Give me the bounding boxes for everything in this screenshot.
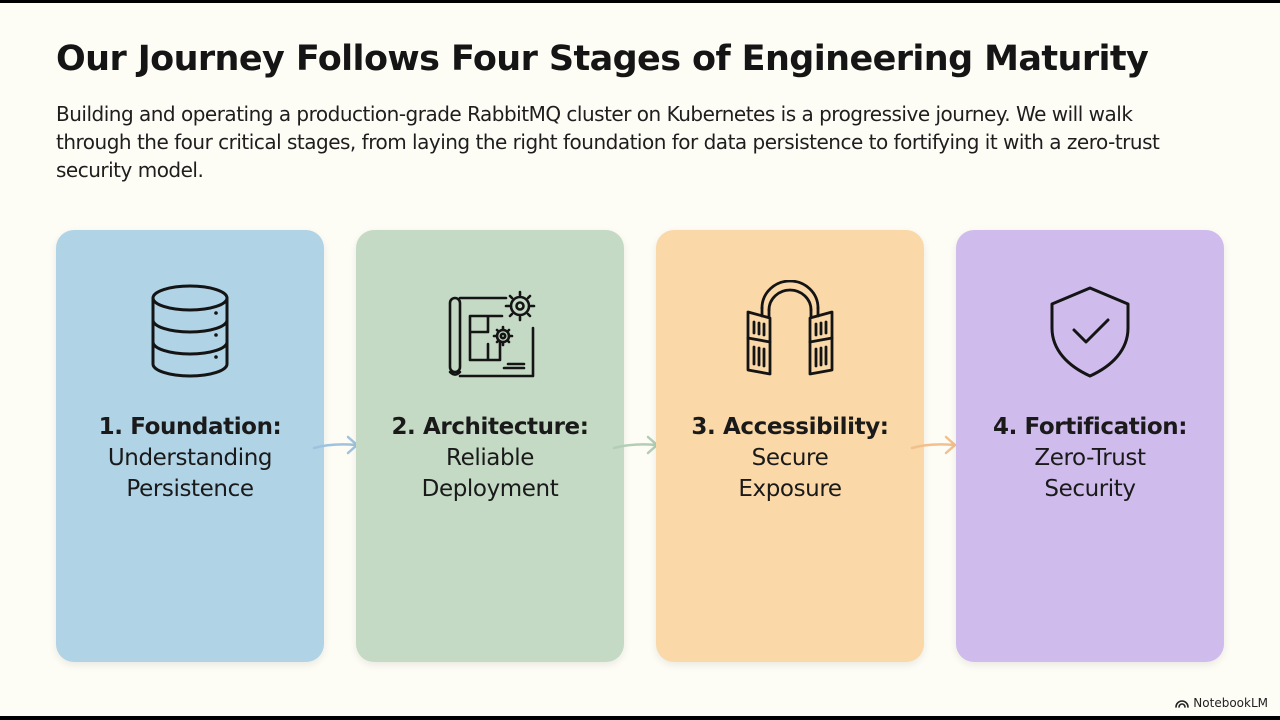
notebooklm-watermark: NotebookLM — [1175, 696, 1268, 710]
stage-title: 1. Foundation: — [98, 414, 282, 440]
slide: Our Journey Follows Four Stages of Engin… — [0, 3, 1280, 716]
stage-subtitle-line-2: Exposure — [738, 476, 842, 502]
blueprint-gear-icon — [440, 280, 540, 380]
stage-label: 3. Accessibility: Secure Exposure — [656, 412, 924, 505]
stage-subtitle-line-1: Secure — [751, 445, 829, 471]
stage-card-architecture: 2. Architecture: Reliable Deployment — [356, 230, 624, 662]
stage-label: 4. Fortification: Zero-Trust Security — [956, 412, 1224, 505]
slide-subtitle: Building and operating a production-grad… — [56, 102, 1160, 182]
stage-label: 1. Foundation: Understanding Persistence — [56, 412, 324, 505]
shield-check-icon — [1040, 280, 1140, 380]
stage-subtitle-line-2: Security — [1044, 476, 1136, 502]
stage-label: 2. Architecture: Reliable Deployment — [356, 412, 624, 505]
stage-subtitle-line-1: Understanding — [107, 445, 273, 471]
stage-card-foundation: 1. Foundation: Understanding Persistence — [56, 230, 324, 662]
stage-subtitle-line-2: Persistence — [126, 476, 254, 502]
open-gate-icon — [740, 280, 840, 380]
stage-card-accessibility: 3. Accessibility: Secure Exposure — [656, 230, 924, 662]
stage-subtitle-line-1: Zero-Trust — [1034, 445, 1146, 471]
stage-title: 3. Accessibility: — [691, 414, 889, 440]
stage-card-fortification: 4. Fortification: Zero-Trust Security — [956, 230, 1224, 662]
database-icon — [140, 280, 240, 380]
stage-subtitle-line-1: Reliable — [446, 445, 534, 471]
stage-title: 4. Fortification: — [992, 414, 1188, 440]
slide-title: Our Journey Follows Four Stages of Engin… — [56, 39, 1149, 79]
arrow-right-icon — [910, 431, 962, 459]
brand-label: NotebookLM — [1193, 696, 1268, 710]
stage-subtitle-line-2: Deployment — [421, 476, 559, 502]
stage-title: 2. Architecture: — [391, 414, 589, 440]
notebooklm-logo-icon — [1175, 698, 1190, 708]
